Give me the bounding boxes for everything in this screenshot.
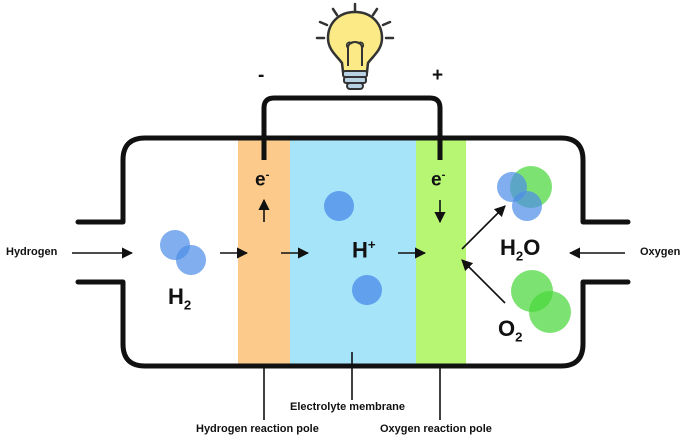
- electrolyte-membrane-label: Electrolyte membrane: [290, 401, 405, 413]
- positive-terminal: +: [432, 65, 444, 86]
- negative-terminal: -: [258, 65, 265, 86]
- water-hydrogen-atom-2: [512, 191, 542, 221]
- h-ion-label: H+: [352, 237, 376, 263]
- o2-label: O2: [498, 316, 523, 345]
- electron-left-label: e-: [255, 169, 270, 191]
- h2-label: H2: [168, 284, 192, 313]
- hydrogen-input-label: Hydrogen: [6, 246, 58, 258]
- electron-right-label: e-: [431, 169, 446, 191]
- o2-atom-2: [529, 291, 571, 333]
- cell-housing: [75, 135, 631, 369]
- h-ion-atom-2: [352, 275, 382, 305]
- o2-in-arrow: [461, 259, 506, 304]
- oxygen-input-label: Oxygen: [640, 246, 681, 258]
- h2o-label: H2O: [500, 235, 541, 264]
- water-out-arrow: [461, 205, 506, 250]
- external-wire: [261, 95, 443, 160]
- light-bulb-icon: [315, 2, 395, 90]
- oxygen-reaction-pole-label: Oxygen reaction pole: [380, 423, 492, 435]
- electrolyte-membrane: [290, 138, 416, 366]
- h-ion-atom-1: [324, 191, 354, 221]
- hydrogen-reaction-pole-label: Hydrogen reaction pole: [196, 423, 319, 435]
- h2-atom-2: [176, 245, 206, 275]
